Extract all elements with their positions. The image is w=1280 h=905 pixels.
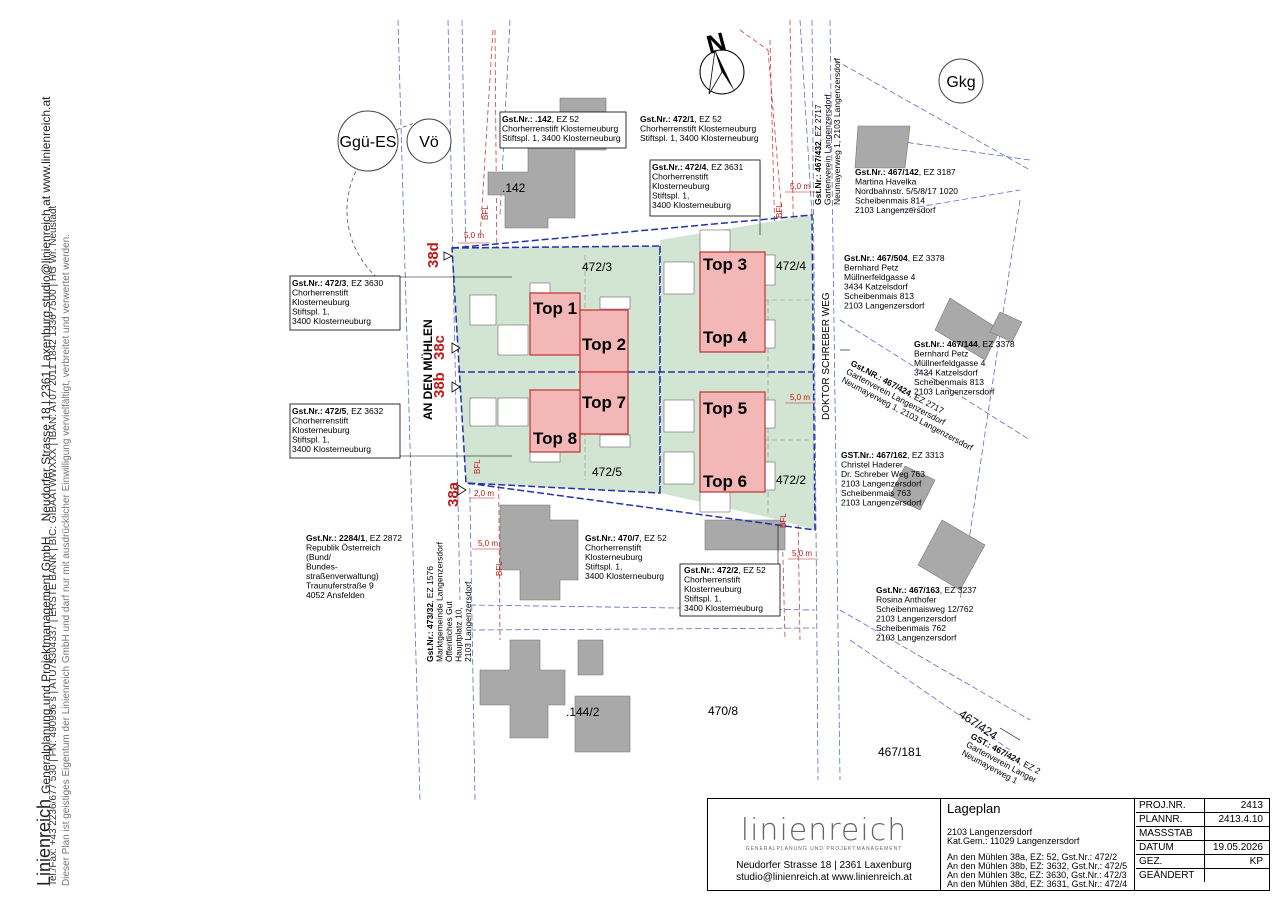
logo-tagline: GENERALPLANUNG UND PROJEKTMANAGEMENT [745, 846, 903, 852]
north-arrow-icon: N [699, 26, 745, 95]
unit-top-6: Top 6 [703, 472, 747, 491]
svg-text:BFL: BFL [481, 205, 490, 220]
address-line-3: An den Mühlen 38c, EZ: 3630, Gst.Nr.: 47… [947, 870, 1127, 880]
address-line-4: An den Mühlen 38d, EZ: 3631, Gst.Nr.: 47… [947, 879, 1128, 889]
svg-text:BFL: BFL [775, 203, 784, 218]
zoning-circles [337, 58, 984, 172]
unit-top-3: Top 3 [703, 255, 747, 274]
parcel-142: .142 [502, 181, 526, 195]
house-38b: 38b [431, 372, 448, 398]
parcel-472-4: 472/4 [776, 259, 806, 273]
label-l47332: Gst.Nr.: 473/32, EZ 1576Marktgemeinde La… [425, 541, 473, 662]
entrance-markers [443, 251, 467, 496]
unit-top-2: Top 2 [582, 335, 626, 354]
label-boxes [289, 111, 781, 617]
unit-top-7: Top 7 [582, 393, 626, 412]
label-l467424b: GST.: 467/424, EZ 2Gartenverein LangerNe… [960, 731, 1043, 793]
row-gez: GEZ.KP [1136, 855, 1269, 869]
address-line-2: An den Mühlen 38b, EZ: 3632, Gst.Nr.: 47… [947, 861, 1128, 871]
title-logo-area: linienreich GENERALPLANUNG UND PROJEKTMA… [708, 799, 941, 890]
parcel-472-3: 472/3 [582, 260, 612, 274]
house-38d: 38d [425, 242, 442, 268]
row-geaendert: GEÄNDERT [1136, 869, 1269, 882]
row-proj-nr: PROJ.NR.2413 [1136, 799, 1269, 813]
logo-contact: studio@linienreich.at www.linienreich.at [736, 872, 912, 883]
house-38c: 38c [431, 335, 448, 360]
location-line-2: Kat.Gem.: 11029 Langenzersdorf [947, 836, 1080, 846]
parcel-472-2: 472/2 [776, 473, 806, 487]
unit-top-1: Top 1 [533, 299, 577, 318]
unit-top-8: Top 8 [533, 429, 577, 448]
zone-ggu-es: Ggü-ES [340, 134, 397, 151]
dimensions: 5,0 m 5,0 m 2,0 m 5,0 m 5,0 m 5,0 m BFL … [458, 182, 818, 576]
logo-address: Neudorfer Strasse 18 | 2361 Laxenburg [736, 860, 912, 871]
svg-text:BFL: BFL [779, 513, 788, 528]
svg-text:5,0 m: 5,0 m [790, 182, 810, 191]
unit-top-5: Top 5 [703, 399, 747, 418]
parking-outlines [469, 229, 776, 513]
svg-text:BFL: BFL [473, 459, 482, 474]
location-line-1: 2103 Langenzersdorf [947, 827, 1033, 837]
unit-top-4: Top 4 [703, 328, 748, 347]
svg-text:2,0 m: 2,0 m [474, 489, 494, 498]
plan-title: Lageplan [947, 801, 1001, 816]
svg-text:BFL: BFL [495, 561, 504, 576]
plot-parcel-labels: 472/3 472/4 472/5 472/2 [582, 259, 806, 487]
unit-labels: Top 1 Top 2 Top 3 Top 4 Top 5 Top 6 Top … [533, 255, 748, 491]
svg-text:5,0 m: 5,0 m [790, 393, 810, 402]
row-massstab: MASSSTAB [1136, 827, 1269, 841]
sidebar-bank: Tel./Fax: +43 2236/677 530 | FN: 490936 … [48, 205, 59, 886]
title-fields: PROJ.NR.2413 PLANNR.2413.4.10 MASSSTAB D… [1136, 799, 1269, 890]
street-an-den-muehlen: AN DEN MÜHLEN [420, 319, 435, 420]
unit-buildings [529, 251, 766, 493]
label-l467432: Gst.Nr.: 467/432, EZ 2717Gartenverein La… [813, 57, 842, 205]
parcel-472-5: 472/5 [592, 465, 622, 479]
svg-text:5,0 m: 5,0 m [792, 549, 812, 558]
street-doktor-schreber-weg: DOKTOR SCHREBER WEG [821, 292, 832, 420]
parcel-467-181: 467/181 [878, 745, 922, 759]
parcel-470-8: 470/8 [708, 704, 738, 718]
parcel-144-2: .144/2 [566, 705, 600, 719]
zone-vo: Vö [419, 134, 439, 151]
house-numbers: 38d 38c 38b 38a [425, 242, 462, 507]
title-description: Lageplan 2103 Langenzersdorf Kat.Gem.: 1… [941, 799, 1135, 890]
logo-wordmark: linienreich [740, 813, 908, 848]
svg-text:5,0 m: 5,0 m [464, 231, 484, 240]
address-line-1: An den Mühlen 38a, EZ: 52, Gst.Nr.: 472/… [947, 852, 1118, 862]
row-plan-nr: PLANNR.2413.4.10 [1136, 813, 1269, 827]
sidebar-copyright: Dieser Plan ist geistiges Eigentum der L… [61, 234, 72, 886]
svg-text:N: N [703, 26, 729, 60]
street-lines [397, 19, 1031, 801]
zone-gkg: Gkg [946, 74, 975, 91]
svg-text:5,0 m: 5,0 m [478, 539, 498, 548]
title-block: linienreich GENERALPLANUNG UND PROJEKTMA… [707, 798, 1270, 891]
